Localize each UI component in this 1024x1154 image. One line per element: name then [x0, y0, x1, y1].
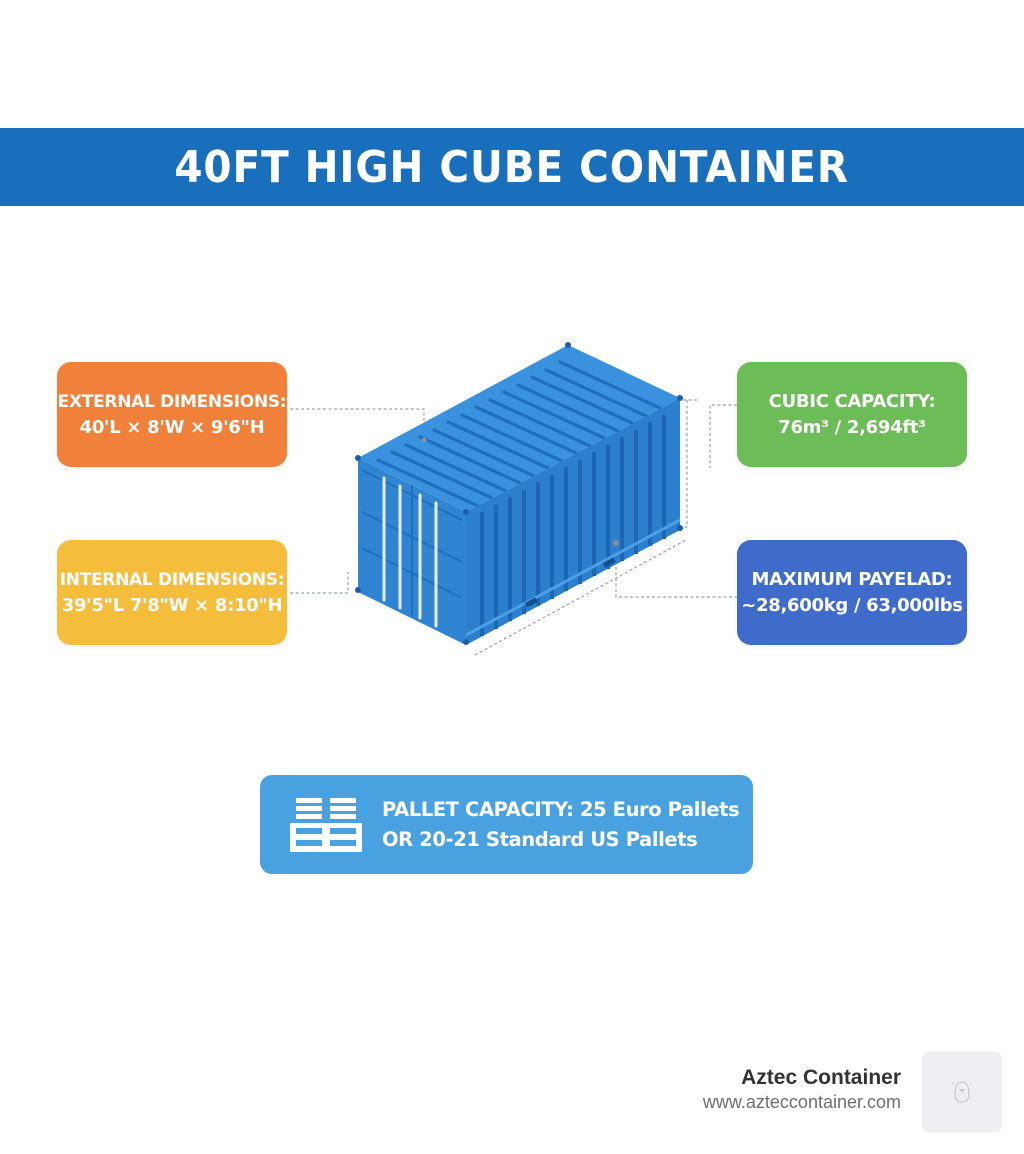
pallet-capacity-line2: OR 20-21 Standard US Pallets [382, 828, 698, 851]
page-title: 40FT HIGH CUBE CONTAINER [174, 141, 850, 193]
cubic-capacity-label: CUBIC CAPACITY: [768, 390, 936, 412]
external-dimensions-label: EXTERNAL DIMENSIONS: [57, 391, 287, 412]
pallet-capacity-card: PALLET CAPACITY: 25 Euro Pallets OR 20-2… [260, 775, 753, 874]
brand-block: Aztec Container www.azteccontainer.com [703, 1065, 901, 1113]
internal-dimensions-card: INTERNAL DIMENSIONS: 39'5"L 7'8"W × 8:10… [57, 540, 287, 645]
pallet-stack-icon [290, 798, 362, 852]
brand-url: www.azteccontainer.com [702, 1092, 901, 1112]
internal-dimensions-label: INTERNAL DIMENSIONS: [59, 569, 285, 590]
pallet-capacity-line1: PALLET CAPACITY: 25 Euro Pallets [382, 798, 740, 821]
external-dimensions-card: EXTERNAL DIMENSIONS: 40'L × 8'W × 9'6"H [57, 362, 287, 467]
header-bar: 40FT HIGH CUBE CONTAINER [0, 128, 1024, 206]
brand-logo [922, 1052, 1002, 1132]
external-dimensions-value: 40'L × 8'W × 9'6"H [79, 416, 265, 438]
brand-logo-icon [952, 1081, 972, 1103]
maximum-payload-value: ~28,600kg / 63,000lbs [741, 594, 963, 616]
cubic-capacity-card: CUBIC CAPACITY: 76m³ / 2,694ft³ [737, 362, 967, 467]
cubic-capacity-value: 76m³ / 2,694ft³ [778, 416, 926, 438]
shipping-container-icon [290, 342, 737, 656]
maximum-payload-label: MAXIMUM PAYELAD: [751, 568, 953, 590]
maximum-payload-card: MAXIMUM PAYELAD: ~28,600kg / 63,000lbs [737, 540, 967, 645]
brand-name: Aztec Container [741, 1066, 901, 1089]
internal-dimensions-value: 39'5"L 7'8"W × 8:10"H [61, 594, 283, 616]
pallet-capacity-text: PALLET CAPACITY: 25 Euro Pallets OR 20-2… [382, 795, 740, 855]
